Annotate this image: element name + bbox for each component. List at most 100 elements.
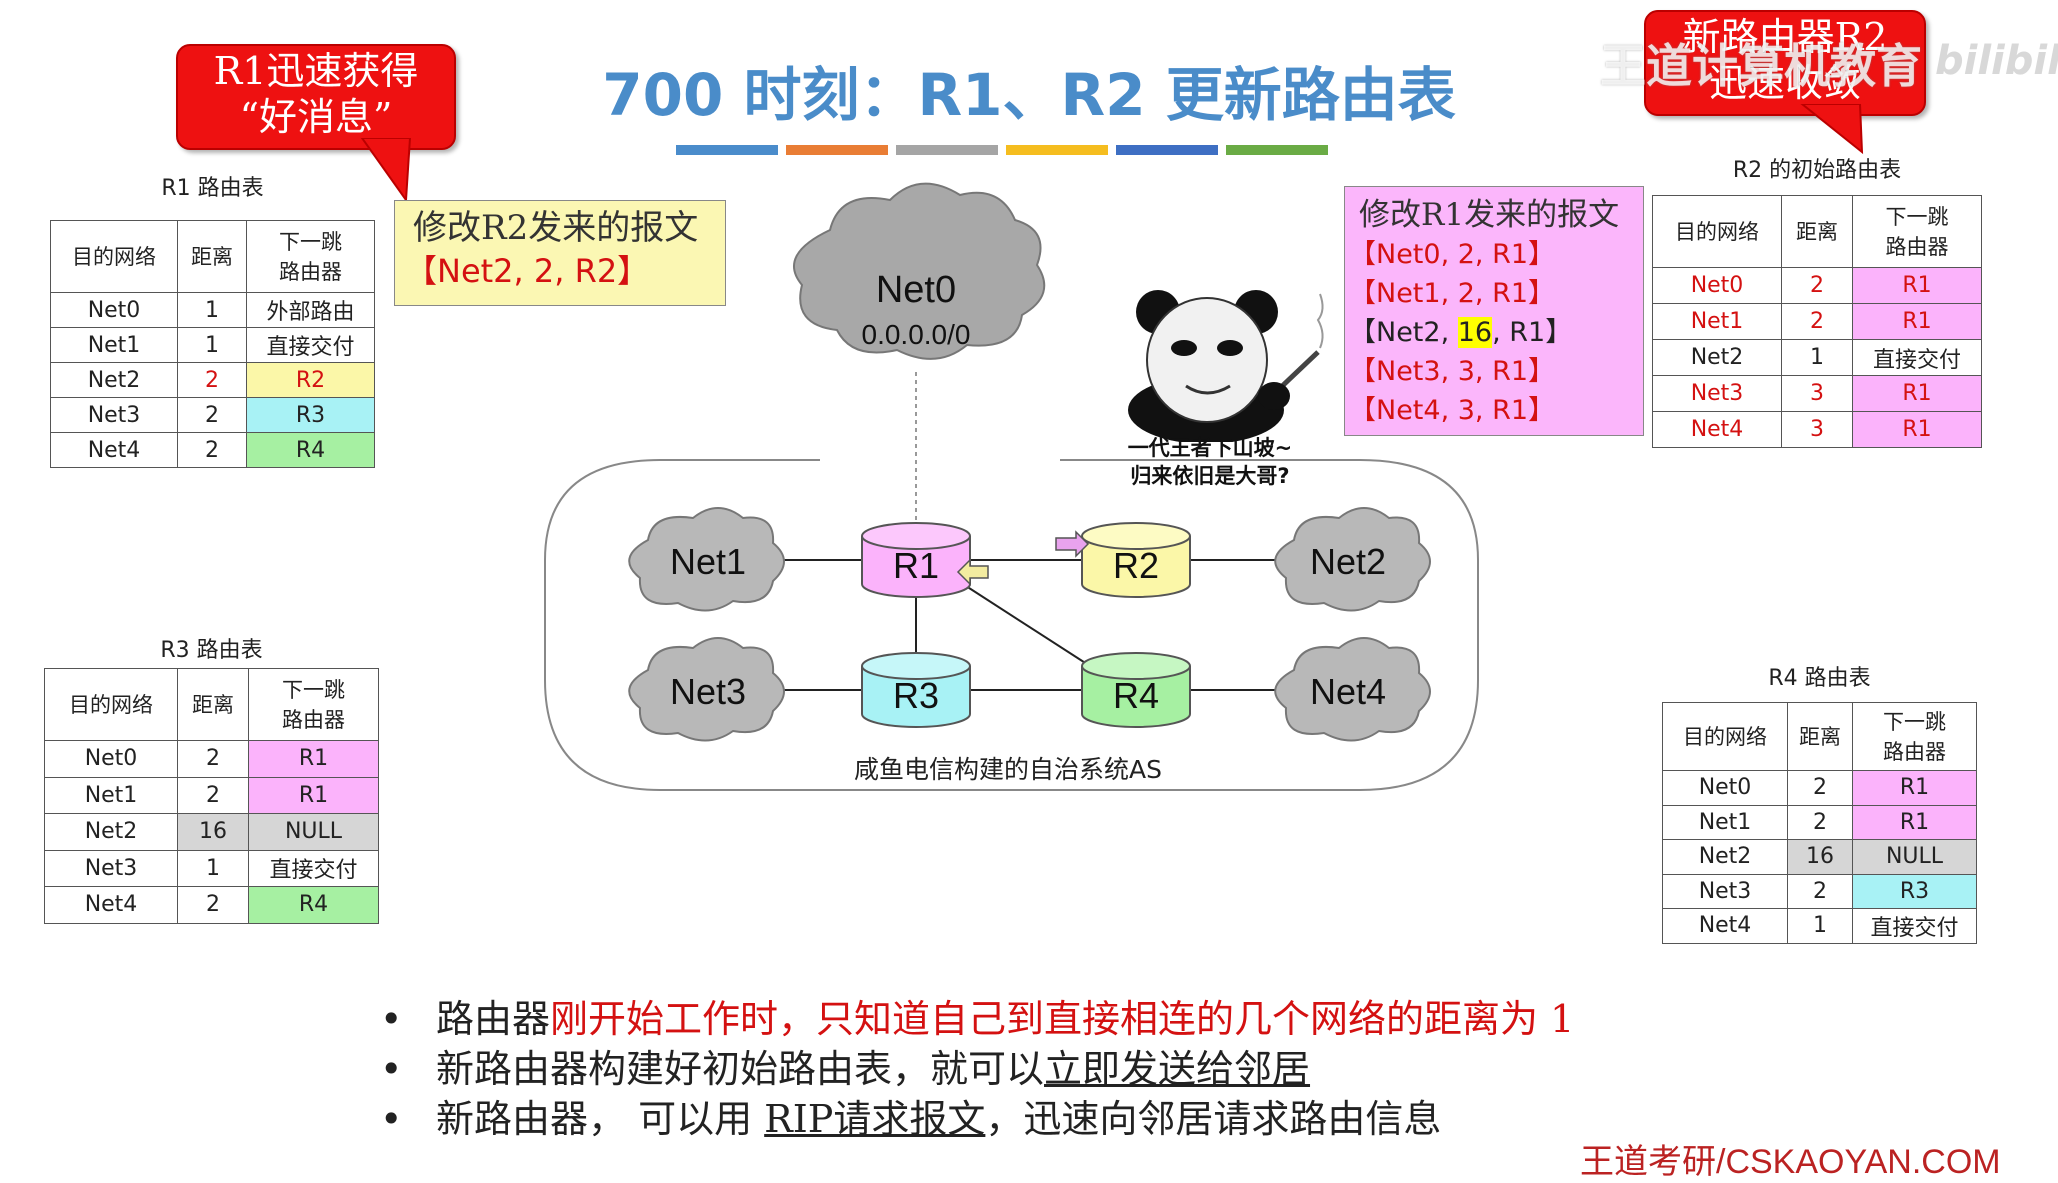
cell-dist: 2 (1781, 303, 1853, 340)
cell-next: NULL (248, 813, 379, 851)
net2-label: Net2 (1310, 541, 1386, 582)
msg-r1-line-4: 【Net3, 3, R1】 (1349, 356, 1556, 387)
net0-cloud (793, 182, 1046, 360)
cell-next: R1 (1852, 303, 1982, 340)
cell-net: Net3 (1662, 873, 1788, 909)
cell-dist: 2 (177, 397, 247, 433)
cell-net: Net3 (44, 849, 178, 887)
cell-dist: 2 (177, 776, 249, 814)
panda-meme-image (1128, 290, 1324, 442)
router-r2 (1081, 522, 1191, 598)
cell-next: R1 (1852, 267, 1982, 304)
cell-dist: 1 (177, 327, 247, 363)
cell-dist: 2 (177, 432, 247, 468)
msg-r1-line-5: 【Net4, 3, R1】 (1349, 395, 1556, 426)
msg-r1-line-1: 【Net0, 2, R1】 (1349, 239, 1556, 270)
callout-r1-good-news: R1迅速获得 “好消息” (176, 44, 456, 150)
header-dist: 距离 (177, 668, 249, 741)
title-bar-3 (896, 145, 998, 155)
router-r3 (861, 652, 971, 728)
net2-cloud (1274, 507, 1431, 612)
cell-net: Net2 (1662, 839, 1788, 875)
as-label: 咸鱼电信构建的自治系统AS (854, 755, 1162, 784)
cell-next: 外部路由 (246, 292, 375, 328)
cell-net: Net4 (44, 886, 178, 924)
cell-next: NULL (1852, 839, 1977, 875)
header-dest: 目的网络 (44, 668, 178, 741)
cell-next: R2 (246, 362, 375, 398)
cell-next: R1 (1852, 411, 1982, 448)
net4-cloud (1274, 637, 1431, 742)
cell-dist: 16 (177, 813, 249, 851)
net3-label: Net3 (670, 671, 746, 712)
r2-table-caption: R2 的初始路由表 (1732, 158, 1902, 183)
title-color-bars (676, 140, 1336, 159)
cell-dist: 2 (1787, 770, 1853, 806)
cell-next: R4 (246, 432, 375, 468)
callout-r2-pointer (1800, 104, 1864, 155)
cell-next: R4 (248, 886, 379, 924)
arrow-r2-to-r1-icon (956, 558, 989, 586)
title-bar-1 (676, 145, 778, 155)
cell-dist: 2 (1787, 804, 1853, 840)
bullet-list: •路由器刚开始工作时，只知道自己到直接相连的几个网络的距离为 1 •新路由器构建… (380, 994, 1574, 1144)
r1-table-caption: R1 路由表 (161, 176, 264, 201)
header-next: 下一跳路由器 (1852, 195, 1982, 268)
cell-net: Net4 (50, 432, 178, 468)
header-dest: 目的网络 (1662, 702, 1788, 771)
bullet-3: •新路由器， 可以用 RIP请求报文，迅速向邻居请求路由信息 (380, 1097, 1442, 1141)
r4-table-caption: R4 路由表 (1768, 666, 1871, 691)
msg-box-from-r2: 修改R2发来的报文 【Net2, 2, R2】 (394, 200, 726, 306)
footer-brand: 王道考研/CSKAOYAN.COM (1580, 1143, 2001, 1181)
cell-net: Net0 (50, 292, 178, 328)
meme-caption-line-1: 一代王者下山坡~ (1127, 436, 1293, 460)
meme-caption: 一代王者下山坡~ 归来依旧是大哥? (1060, 434, 1360, 490)
cell-dist: 2 (177, 886, 249, 924)
cell-dist: 3 (1781, 411, 1853, 448)
msg-box-from-r1: 修改R1发来的报文 【Net0, 2, R1】 【Net1, 2, R1】 【N… (1344, 186, 1644, 436)
highlight-16: 16 (1457, 317, 1493, 348)
slide-title: 700 时刻：R1、R2 更新路由表 (602, 61, 1456, 129)
cell-next: R3 (1852, 873, 1977, 909)
router-r4-label: R4 (1113, 675, 1159, 716)
cell-dist: 2 (1781, 267, 1853, 304)
header-next: 下一跳路由器 (246, 220, 375, 293)
cell-dist: 1 (177, 292, 247, 328)
cell-dist: 2 (177, 740, 249, 778)
cell-next: 直接交付 (246, 327, 375, 363)
title-bar-2 (786, 145, 888, 155)
cell-next: 直接交付 (1852, 339, 1982, 376)
msg-r2-line: 【Net2, 2, R2】 (405, 252, 650, 290)
msg-r1-line-2: 【Net1, 2, R1】 (1349, 278, 1556, 309)
cell-net: Net2 (50, 362, 178, 398)
router-r1 (861, 522, 971, 598)
cell-next: R1 (1852, 770, 1977, 806)
title-bar-5 (1116, 145, 1218, 155)
cell-net: Net1 (44, 776, 178, 814)
cell-dist: 16 (1787, 839, 1853, 875)
bullet-1: •路由器刚开始工作时，只知道自己到直接相连的几个网络的距离为 1 (380, 997, 1575, 1041)
net3-cloud (628, 637, 785, 742)
cell-next: R1 (248, 776, 379, 814)
header-next: 下一跳路由器 (1852, 702, 1977, 771)
cell-dist: 1 (1787, 908, 1853, 944)
cell-net: Net1 (50, 327, 178, 363)
r3-table-caption: R3 路由表 (160, 638, 263, 663)
msg-r1-heading: 修改R1发来的报文 (1359, 197, 1620, 233)
cell-net: Net1 (1662, 804, 1788, 840)
